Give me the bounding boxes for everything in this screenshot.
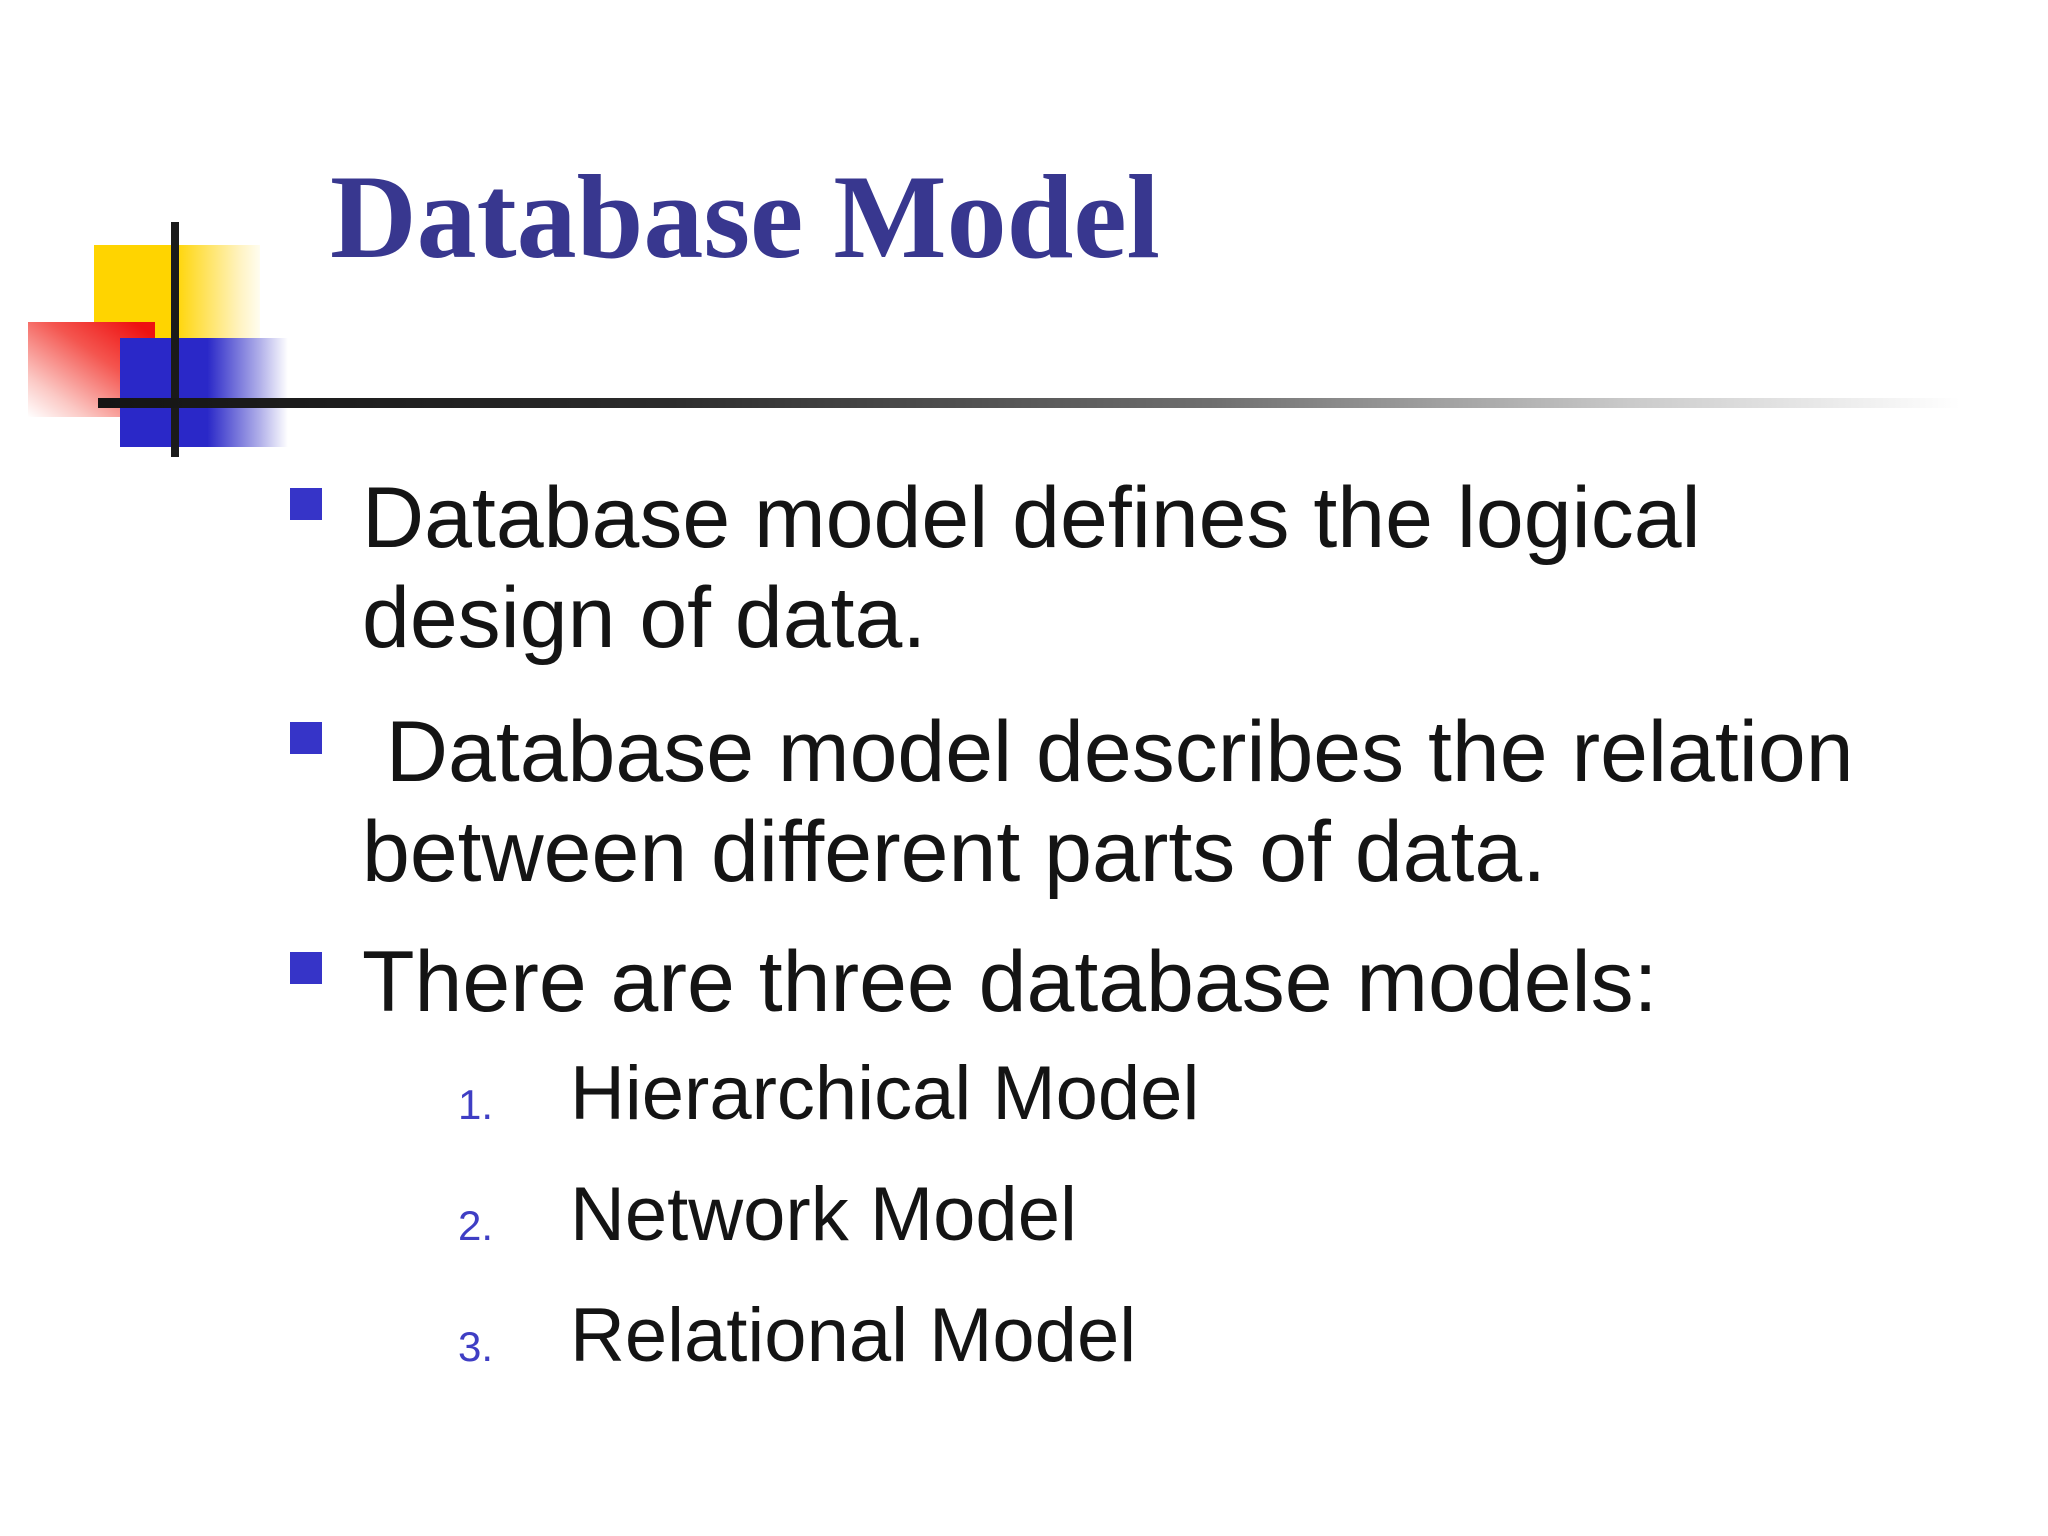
decor-blue-square [120,338,288,447]
list-item: 3. Relational Model [458,1281,1199,1402]
decor-vertical-line [171,222,179,457]
bullet-item: Database model describes the relation be… [290,702,1854,902]
bullet-text-line: Database model describes the relation [362,704,1854,800]
bullet-square-icon [290,722,322,754]
bullet-text-line: There are three database models: [362,934,1658,1030]
bullet-text-line: Database model defines the logical [362,470,1701,566]
list-item-label: Network Model [570,1172,1077,1257]
list-item-number: 2. [458,1202,494,1249]
title-divider-line [98,398,1960,408]
bullet-square-icon [290,488,322,520]
bullet-text-line: between different parts of data. [362,804,1547,900]
numbered-list: 1. Hierarchical Model 2. Network Model 3… [458,1039,1199,1402]
slide-title: Database Model [330,150,1160,283]
list-item-number: 3. [458,1323,494,1370]
bullet-square-icon [290,952,322,984]
list-item-label: Relational Model [570,1293,1137,1378]
list-item: 2. Network Model [458,1160,1199,1281]
list-item-label: Hierarchical Model [570,1051,1200,1136]
list-item: 1. Hierarchical Model [458,1039,1199,1160]
bullet-item: Database model defines the logical desig… [290,468,1701,668]
bullet-text-line: design of data. [362,570,927,666]
list-item-number: 1. [458,1081,494,1128]
bullet-item: There are three database models: [290,932,1658,1032]
